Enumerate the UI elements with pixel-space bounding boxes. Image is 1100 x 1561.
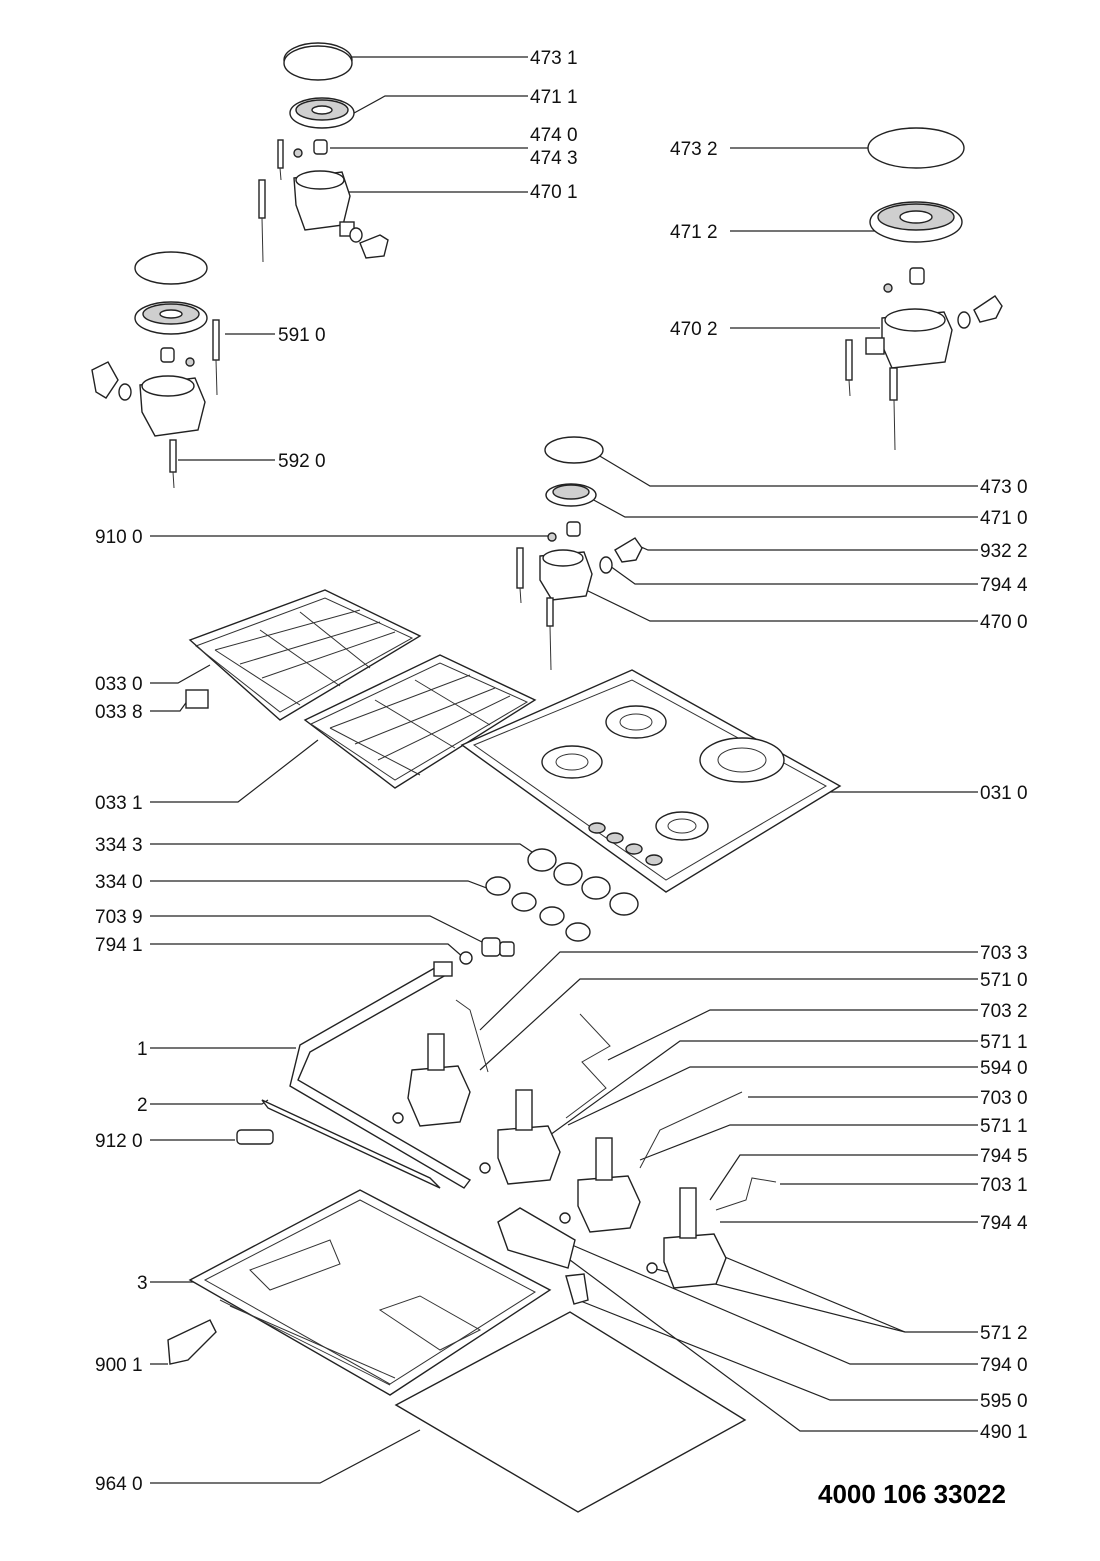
label-794-4-upper: 794 4: [980, 575, 1028, 596]
label-470-2: 470 2: [670, 319, 718, 340]
label-703-1: 703 1: [980, 1175, 1028, 1196]
label-3: 3: [137, 1273, 148, 1294]
label-2: 2: [137, 1095, 148, 1116]
label-900-1: 900 1: [95, 1355, 143, 1376]
gas-taps: [407, 999, 777, 1289]
label-571-2: 571 2: [980, 1323, 1028, 1344]
burner-group-left: [91, 251, 220, 489]
label-473-0: 473 0: [980, 477, 1028, 498]
hob-top: [460, 669, 842, 893]
label-471-2: 471 2: [670, 222, 718, 243]
label-703-2: 703 2: [980, 1001, 1028, 1022]
pan-support-right: [303, 654, 537, 789]
label-033-8: 033 8: [95, 702, 143, 723]
label-1: 1: [137, 1039, 148, 1060]
document-number: 4000 106 33022: [818, 1479, 1006, 1509]
label-595-0: 595 0: [980, 1391, 1028, 1412]
label-571-0: 571 0: [980, 970, 1028, 991]
gas-pipe: [236, 961, 472, 1189]
parts-drawings: [91, 42, 1003, 1513]
burner-group-top-right: [845, 127, 1003, 451]
label-473-2: 473 2: [670, 139, 718, 160]
label-794-0: 794 0: [980, 1355, 1028, 1376]
label-592-0: 592 0: [278, 451, 326, 472]
label-794-5: 794 5: [980, 1146, 1028, 1167]
label-490-1: 490 1: [980, 1422, 1028, 1443]
label-473-1: 473 1: [530, 48, 578, 69]
label-571-1-upper: 571 1: [980, 1032, 1028, 1053]
label-471-1: 471 1: [530, 87, 578, 108]
label-703-9: 703 9: [95, 907, 143, 928]
label-470-0: 470 0: [980, 612, 1028, 633]
label-033-0: 033 0: [95, 674, 143, 695]
label-910-0: 910 0: [95, 527, 143, 548]
label-912-0: 912 0: [95, 1131, 143, 1152]
label-033-1: 033 1: [95, 793, 143, 814]
label-334-0: 334 0: [95, 872, 143, 893]
label-334-3: 334 3: [95, 835, 143, 856]
burner-group-top-center: [258, 42, 389, 263]
label-571-1-lower: 571 1: [980, 1116, 1028, 1137]
label-474-0: 474 0: [530, 125, 578, 146]
label-964-0: 964 0: [95, 1474, 143, 1495]
bottom-tray: [188, 1189, 552, 1396]
label-474-3: 474 3: [530, 148, 578, 169]
leader-lines: [150, 56, 978, 1484]
label-471-0: 471 0: [980, 508, 1028, 529]
label-470-1: 470 1: [530, 182, 578, 203]
label-594-0: 594 0: [980, 1058, 1028, 1079]
label-794-4-lower: 794 4: [980, 1213, 1028, 1234]
label-031-0: 031 0: [980, 783, 1028, 804]
pan-support-left: [188, 589, 422, 721]
label-794-1: 794 1: [95, 935, 143, 956]
part-labels: 473 1 471 1 474 0 474 3 470 1 473 2 471 …: [95, 48, 1028, 1509]
label-932-2: 932 2: [980, 541, 1028, 562]
burner-group-center: [516, 436, 643, 671]
label-703-0: 703 0: [980, 1088, 1028, 1109]
small-parts: [167, 1112, 658, 1365]
label-591-0: 591 0: [278, 325, 326, 346]
grid-foot: [185, 689, 209, 709]
seal-panel: [394, 1311, 747, 1513]
control-knobs: [459, 848, 639, 965]
label-703-3: 703 3: [980, 943, 1028, 964]
